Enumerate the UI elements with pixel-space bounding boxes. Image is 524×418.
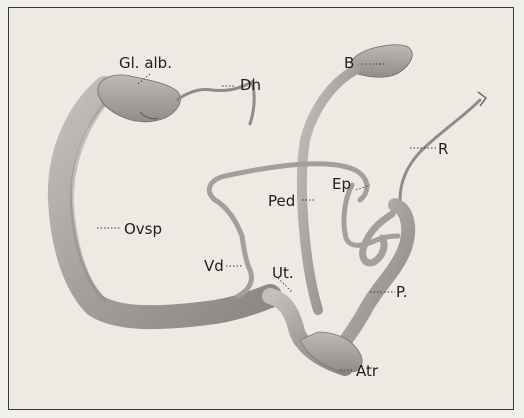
label-ep: Ep: [332, 177, 351, 192]
label-p: P.: [396, 285, 407, 300]
albumen-gland: [98, 75, 181, 122]
bursa-copulatrix: [352, 45, 412, 78]
label-ovsp: Ovsp: [124, 222, 162, 237]
label-gl-alb: Gl. alb.: [119, 56, 172, 71]
label-b: B: [344, 56, 354, 71]
label-r: R: [438, 142, 448, 157]
label-dh: Dh: [240, 78, 261, 93]
label-ped: Ped: [268, 194, 295, 209]
label-atr: Atr: [356, 364, 378, 379]
label-ut: Ut.: [272, 266, 294, 281]
label-vd: Vd: [204, 259, 224, 274]
